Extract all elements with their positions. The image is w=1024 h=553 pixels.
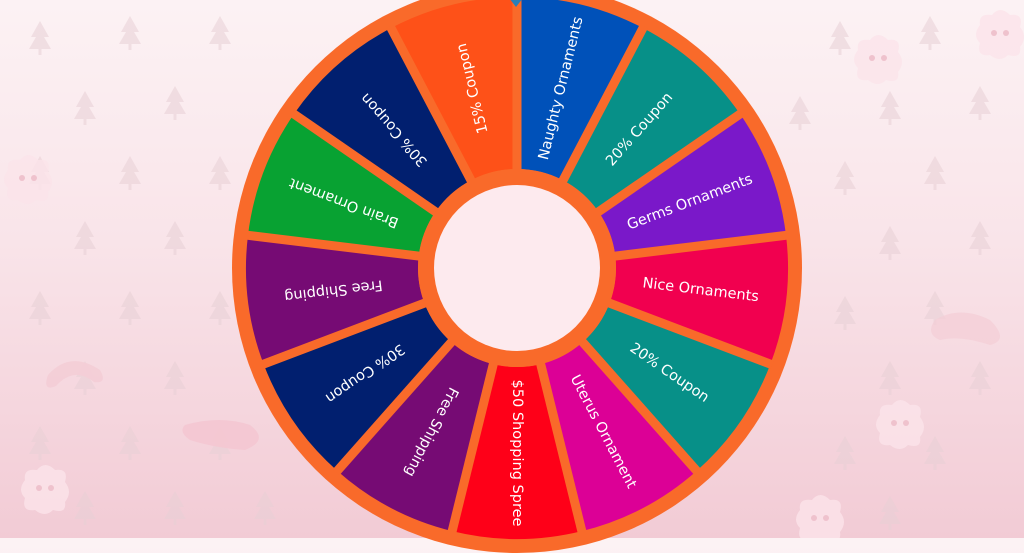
wheel-graphic	[232, 0, 802, 553]
wheel-segment	[247, 114, 436, 257]
segment-divider	[594, 109, 745, 217]
wheel-segment	[609, 235, 788, 365]
wheel-segment	[391, 0, 517, 181]
wheel-segment	[517, 0, 643, 181]
wheel-center-hub[interactable]	[434, 185, 600, 351]
segment-divider	[386, 24, 476, 185]
segment-divider	[535, 361, 587, 535]
segment-divider	[332, 337, 457, 476]
wheel-segment	[293, 28, 471, 212]
segment-divider	[245, 230, 422, 261]
wheel-segment	[263, 303, 452, 471]
wheel-segment	[563, 28, 741, 212]
segment-divider	[577, 337, 702, 476]
wheel-segment	[246, 235, 425, 365]
segment-divider	[260, 298, 428, 370]
wheel-segment	[540, 342, 697, 532]
segment-divider	[612, 230, 789, 261]
wheel-pointer-icon	[509, 0, 523, 7]
segment-divider	[289, 109, 440, 217]
wheel-segment	[582, 303, 771, 471]
wheel-segment	[337, 342, 494, 532]
segment-divider	[447, 361, 499, 535]
segment-divider	[606, 298, 774, 370]
wheel-segment	[598, 114, 787, 257]
segment-divider	[558, 24, 648, 185]
segment-label: $50 Shopping Spree	[509, 379, 525, 527]
